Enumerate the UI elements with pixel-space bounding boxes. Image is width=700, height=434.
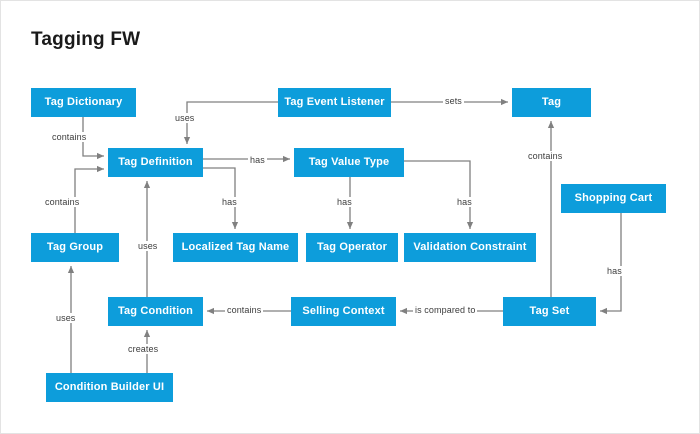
edge-label-selling-context-contains-tag-condition: contains [225,305,264,315]
node-tag-definition[interactable]: Tag Definition [108,148,203,177]
node-tag-value-type[interactable]: Tag Value Type [294,148,404,177]
edge-label-tag-value-type-has-tag-operator: has [335,197,354,207]
edge-label-tag-set-is-compared-to-selling-context: is compared to [413,305,478,315]
node-tag[interactable]: Tag [512,88,591,117]
edge-label-tag-value-type-has-validation-constraint: has [455,197,474,207]
edge-label-tag-group-contains-tag-definition: contains [43,197,82,207]
edge-label-tag-definition-has-tag-value-type: has [248,155,267,165]
node-selling-context[interactable]: Selling Context [291,297,396,326]
node-localized-tag-name[interactable]: Localized Tag Name [173,233,298,262]
node-tag-dictionary[interactable]: Tag Dictionary [31,88,136,117]
edge-tag-group-contains-tag-definition [74,165,104,233]
edge-label-tag-set-contains-tag: contains [526,151,565,161]
node-validation-constraint[interactable]: Validation Constraint [404,233,536,262]
edge-label-tag-event-listener-sets-tag: sets [443,96,464,106]
edge-tag-value-type-has-validation-constraint [404,160,474,229]
edge-label-shopping-cart-has-tag-set: has [605,266,624,276]
node-tag-operator[interactable]: Tag Operator [306,233,398,262]
edge-tag-event-listener-uses-tag-definition [183,101,278,144]
edge-label-tag-condition-uses-tag-definition: uses [136,241,160,251]
node-shopping-cart[interactable]: Shopping Cart [561,184,666,213]
node-tag-set[interactable]: Tag Set [503,297,596,326]
edge-label-condition-builder-ui-creates-tag-condition: creates [126,344,161,354]
edge-tag-dictionary-contains-tag-definition [82,117,104,160]
edge-shopping-cart-has-tag-set [600,213,622,315]
page-title: Tagging FW [31,29,141,50]
edge-tag-definition-has-localized-tag-name [203,167,239,229]
edge-label-tag-dictionary-contains-tag-definition: contains [50,132,89,142]
edge-label-tag-event-listener-uses-tag-definition: uses [173,113,197,123]
edge-label-tag-definition-has-localized-tag-name: has [220,197,239,207]
node-tag-condition[interactable]: Tag Condition [108,297,203,326]
edge-label-condition-builder-ui-uses-tag-group: uses [54,313,78,323]
node-condition-builder-ui[interactable]: Condition Builder UI [46,373,173,402]
node-tag-group[interactable]: Tag Group [31,233,119,262]
node-tag-event-listener[interactable]: Tag Event Listener [278,88,391,117]
